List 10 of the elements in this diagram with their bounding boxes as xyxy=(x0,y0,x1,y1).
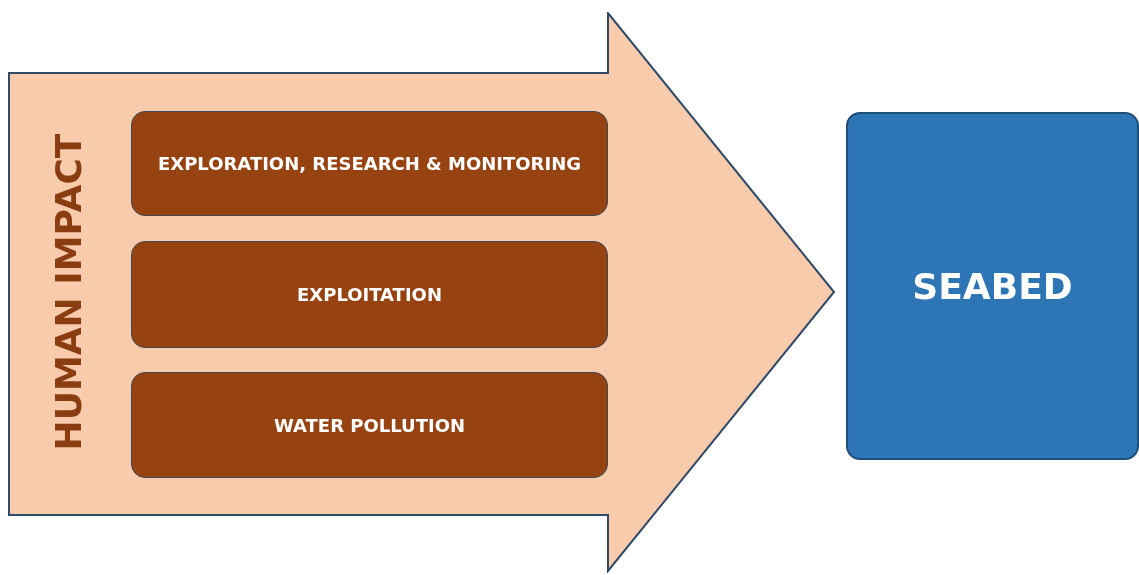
impact-box xyxy=(131,111,608,216)
box-title: SEABED xyxy=(912,265,1073,307)
rotated-heading: HUMAN IMPACT xyxy=(47,133,89,451)
impact-box xyxy=(131,372,608,478)
impact-box xyxy=(131,241,608,348)
box-label: EXPLORATION, RESEARCH & MONITORING xyxy=(158,153,581,174)
box-label: WATER POLLUTION xyxy=(274,414,465,436)
box-label: EXPLOITATION xyxy=(297,284,442,305)
seabed-box xyxy=(846,112,1139,460)
arrow-shape xyxy=(8,12,836,573)
